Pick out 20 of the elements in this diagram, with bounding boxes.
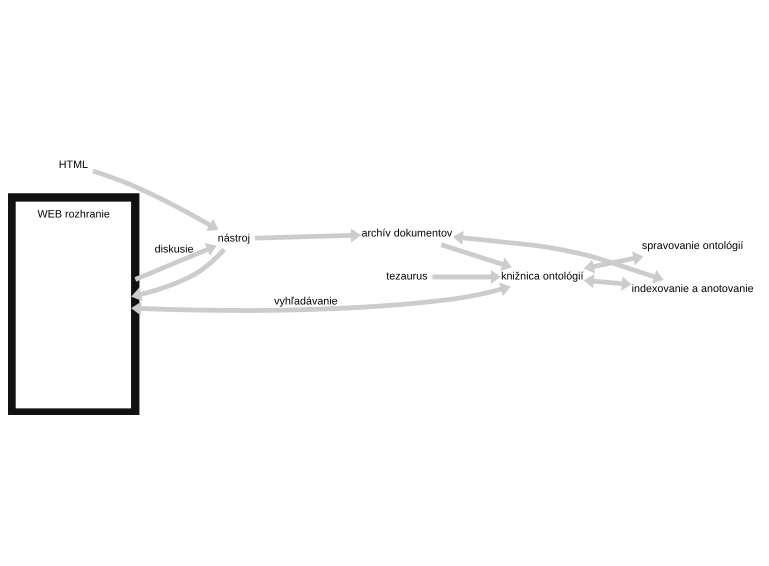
- node-text: tezaurus: [386, 270, 428, 282]
- arrow: [92, 168, 219, 231]
- arrow: [584, 250, 644, 273]
- arrow: [134, 242, 217, 282]
- edge-label: vyhľadávanie: [274, 295, 338, 308]
- arrow: [131, 247, 226, 301]
- arrow: [131, 282, 511, 316]
- edge-label: diskusie: [154, 243, 194, 256]
- node-box: WEB rozhranie: [8, 192, 140, 414]
- arrow: [440, 242, 512, 271]
- arrow: [452, 230, 664, 283]
- arrow: [584, 274, 632, 290]
- arrow: [254, 228, 362, 242]
- node-text: HTML: [58, 158, 88, 170]
- node-text: indexovanie a anotovanie: [632, 282, 754, 295]
- node-text: nástroj: [218, 232, 250, 244]
- node-text: spravovanie ontológií: [642, 240, 744, 252]
- node-text: archív dokumentov: [362, 227, 452, 240]
- arrow: [432, 269, 501, 284]
- node-text: knižnica ontológií: [501, 270, 584, 282]
